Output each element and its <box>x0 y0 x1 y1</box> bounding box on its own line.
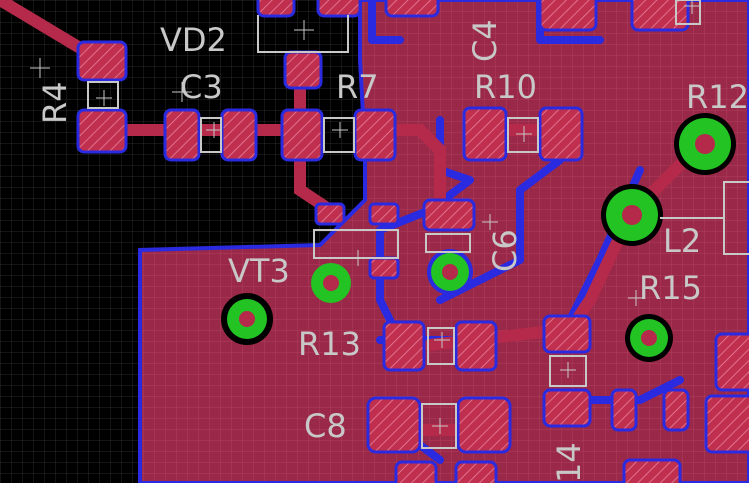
label-r12: R12 <box>686 78 749 116</box>
label-r10: R10 <box>474 68 537 106</box>
label-c8: C8 <box>304 407 347 445</box>
label-r15: R15 <box>639 269 702 307</box>
silkscreen-outlines <box>87 0 749 449</box>
label-vd2: VD2 <box>160 21 227 59</box>
origin-markers <box>30 0 700 434</box>
vias <box>221 113 736 362</box>
label-l2: L2 <box>663 222 701 260</box>
label-r13: R13 <box>298 325 361 363</box>
label-r14: 14 <box>550 442 588 483</box>
label-c6: C6 <box>486 229 524 272</box>
copper-pour <box>138 0 749 483</box>
label-r4: R4 <box>36 81 74 124</box>
label-vt3: VT3 <box>228 252 290 290</box>
label-c3: C3 <box>180 68 223 106</box>
label-c4: C4 <box>466 19 504 62</box>
label-r7: R7 <box>336 68 379 106</box>
component-labels: VD2 C3 R7 R4 C4 R10 R12 L2 C6 VT3 R15 R1… <box>36 19 749 483</box>
